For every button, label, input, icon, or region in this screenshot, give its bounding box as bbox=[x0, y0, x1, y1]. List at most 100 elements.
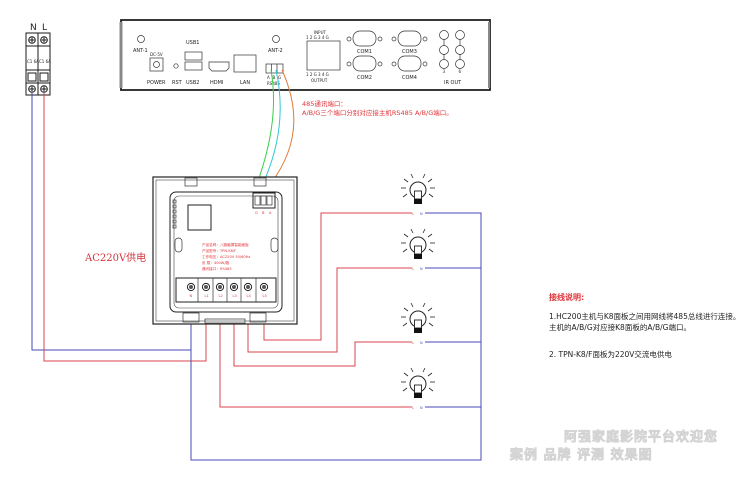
live-wire-lamp3 bbox=[233, 290, 412, 367]
watermark-line2: 案例 品牌 评测 效果图 bbox=[509, 447, 653, 463]
breaker-label-n: N bbox=[30, 23, 37, 33]
rs485-note-line2: A/B/G三个端口分别对应接主机RS485 A/B/G端口。 bbox=[302, 108, 453, 117]
instructions-title: 接线说明: bbox=[549, 292, 584, 302]
output-pins: 1 2 G 3 4 G bbox=[306, 72, 329, 77]
rs485-pin-g: G bbox=[278, 75, 281, 80]
instruction-1-line1: 1.HC200主机与K8面板之间用网线将485总线进行连接。 bbox=[549, 311, 740, 321]
panel-terminal-l5[interactable]: L5 bbox=[259, 282, 269, 298]
com2-port[interactable] bbox=[346, 55, 383, 72]
lamp-terminal-n: N bbox=[420, 267, 423, 271]
panel-terminal-label: L4 bbox=[247, 294, 252, 298]
screw-icon bbox=[40, 85, 48, 93]
rs485-port[interactable] bbox=[265, 63, 284, 74]
lan-port[interactable] bbox=[233, 54, 257, 73]
instructions: 接线说明: 1.HC200主机与K8面板之间用网线将485总线进行连接。 主机的… bbox=[549, 292, 740, 359]
panel-rs485-port[interactable] bbox=[252, 192, 276, 209]
com3-port[interactable] bbox=[391, 30, 428, 47]
breaker-toggle[interactable] bbox=[27, 72, 37, 82]
watermark-line1: 阿强家庭影院平台欢迎您 bbox=[564, 429, 718, 445]
light-bulb-icon bbox=[401, 302, 435, 333]
panel-output-terminals bbox=[175, 277, 277, 303]
breaker-rating-right: C1 6A bbox=[39, 59, 51, 64]
ac220v-label: AC220V供电 bbox=[84, 251, 146, 264]
panel-terminal-l1[interactable]: L1 bbox=[201, 282, 211, 298]
input-pins: 1 2 G 3 4 G bbox=[306, 35, 329, 40]
screw-icon bbox=[28, 36, 36, 44]
spec-line-3: 工作电压：AC220V 50/60Hz bbox=[202, 254, 250, 259]
panel-terminal-l3[interactable]: L3 bbox=[229, 282, 239, 298]
rs485-note-line1: 485通讯端口： bbox=[302, 99, 347, 108]
lamp-terminal-l: L bbox=[412, 406, 414, 410]
panel-terminal-label: L5 bbox=[263, 294, 267, 298]
usb1-label: USB1 bbox=[186, 40, 199, 46]
hdmi-port[interactable] bbox=[208, 61, 230, 72]
ir-out-ports[interactable] bbox=[439, 30, 465, 69]
breaker-label-l: L bbox=[42, 23, 47, 33]
spec-line-4: 负 载：400W/路 bbox=[202, 260, 230, 265]
neutral-supply-wire bbox=[31, 93, 191, 351]
lamp-terminal-n: N bbox=[420, 341, 423, 345]
panel-terminal-label: L3 bbox=[233, 294, 237, 298]
screw-icon bbox=[28, 85, 36, 93]
output-label: OUTPUT bbox=[311, 78, 328, 83]
antenna-port-icon bbox=[272, 35, 280, 43]
rs485-label: RS485 bbox=[267, 81, 280, 86]
spec-line-5: 通讯接口：RS485 bbox=[202, 266, 232, 271]
spec-line-1: 产品名称：八路触摸智能面板 bbox=[202, 242, 249, 247]
spec-line-2: 产品型号：TPN-K8/F bbox=[202, 248, 236, 253]
usb1-port[interactable] bbox=[184, 51, 203, 61]
panel-pin-g: G bbox=[255, 211, 258, 215]
io-terminal-block bbox=[306, 40, 341, 71]
vent-slots bbox=[172, 199, 177, 229]
ir-num-left: 3 bbox=[443, 69, 446, 74]
instruction-2: 2. TPN-K8/F面板为220V交流电供电 bbox=[549, 349, 672, 359]
instruction-1-line2: 主机的A/B/G对应接K8面板的A/B/G端口。 bbox=[549, 322, 691, 332]
com2-label: COM2 bbox=[357, 75, 372, 81]
light-bulb-icon bbox=[401, 367, 435, 398]
lamp-terminal-l: L bbox=[412, 267, 414, 271]
ir-out-label: IR OUT bbox=[444, 80, 462, 86]
panel-terminal-label: N bbox=[190, 294, 193, 298]
ir-num-right: 6 bbox=[459, 69, 462, 74]
light-bulb-icon bbox=[401, 173, 435, 204]
screw-icon bbox=[40, 36, 48, 44]
mounting-slot-right bbox=[270, 237, 279, 253]
live-supply-wire bbox=[43, 93, 207, 362]
breaker-toggle[interactable] bbox=[39, 72, 49, 82]
rst-label: RST bbox=[172, 80, 183, 86]
com1-label: COM1 bbox=[357, 49, 372, 55]
usb2-port[interactable] bbox=[184, 61, 203, 71]
reset-button[interactable] bbox=[173, 63, 179, 69]
panel-terminal-l2[interactable]: L2 bbox=[215, 282, 225, 298]
rs485-pin-a: A bbox=[267, 75, 270, 80]
live-wire-lamp2 bbox=[247, 267, 412, 353]
power-label: POWER bbox=[147, 80, 166, 86]
lamp-terminal-n: N bbox=[420, 212, 423, 216]
chip-module bbox=[187, 204, 212, 231]
com1-port[interactable] bbox=[346, 30, 383, 47]
ant1-label: ANT-1 bbox=[133, 48, 148, 54]
live-wire-lamp4 bbox=[219, 290, 412, 408]
panel-terminal-label: L2 bbox=[219, 294, 223, 298]
panel-terminal-label: L1 bbox=[205, 294, 209, 298]
lamp-terminal-l: L bbox=[412, 212, 414, 216]
antenna-port-icon bbox=[137, 35, 145, 43]
com4-port[interactable] bbox=[391, 55, 428, 72]
power-port[interactable] bbox=[149, 57, 164, 72]
rs485-pin-b: B bbox=[273, 75, 276, 80]
host-unit: ANT-1 DC-5V POWER RST USB1 USB2 HDMI LAN… bbox=[119, 19, 491, 91]
panel-terminal-n[interactable]: N bbox=[186, 282, 196, 298]
ant2-label: ANT-2 bbox=[268, 48, 283, 54]
com4-label: COM4 bbox=[402, 75, 417, 81]
lan-label: LAN bbox=[240, 80, 250, 86]
usb2-label: USB2 bbox=[186, 80, 199, 86]
input-label: INPUT bbox=[314, 30, 327, 35]
panel-terminal-l4[interactable]: L4 bbox=[243, 282, 253, 298]
light-bulb-icon bbox=[401, 228, 435, 259]
watermark: 阿强家庭影院平台欢迎您 案例 品牌 评测 效果图 bbox=[509, 429, 718, 464]
